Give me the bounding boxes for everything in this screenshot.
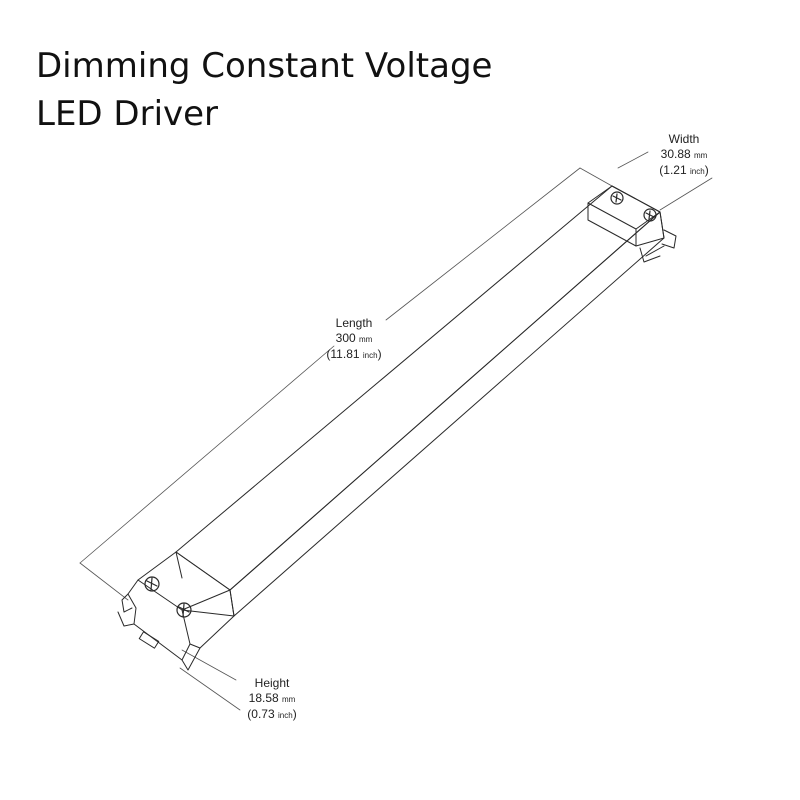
right-connector-edge [645, 245, 665, 257]
length-label: Length [335, 316, 373, 330]
left-connector-port [138, 631, 160, 649]
width-dimension-label: Width 30.88 mm (1.21 inch) [636, 132, 732, 179]
title-line-1: Dimming Constant Voltage [36, 46, 493, 86]
height-dimension-line [179, 667, 241, 711]
screw-icon [643, 208, 657, 222]
width-value-mm: 30.88 mm [660, 147, 708, 161]
right-terminal-top [587, 185, 661, 230]
driver-top-face [175, 185, 661, 591]
driver-body [175, 185, 665, 617]
screw-icon [146, 577, 158, 591]
right-connector [661, 229, 677, 249]
length-extension-line [79, 562, 129, 601]
height-value-inch: (0.73 inch) [247, 707, 297, 721]
driver-face-edge [175, 551, 183, 579]
screw-icon [176, 602, 192, 618]
right-terminal-side [587, 202, 637, 247]
screw-icon [645, 210, 655, 220]
width-label: Width [668, 132, 700, 146]
left-terminal-front [127, 579, 191, 661]
left-terminal-end [181, 615, 235, 671]
screw-icon [610, 191, 624, 205]
width-value-inch: (1.21 inch) [659, 163, 709, 177]
right-terminal-block [587, 185, 677, 263]
length-dimension-label: Length 300 mm (11.81 inch) [302, 316, 406, 363]
screw-icon [178, 603, 190, 617]
left-terminal-edge [189, 643, 201, 649]
left-screws [144, 576, 192, 618]
height-label: Height [254, 676, 290, 690]
left-terminal-end [181, 589, 235, 617]
height-dimension-line [181, 649, 237, 681]
height-dimension-label: Height 18.58 mm (0.73 inch) [224, 676, 320, 723]
width-dimension-line [659, 177, 713, 211]
width-dimension-line [617, 151, 649, 169]
length-value-mm: 300 mm [335, 331, 373, 345]
title-line-2: LED Driver [36, 94, 219, 134]
left-connector [117, 611, 135, 627]
right-screws [610, 191, 657, 222]
length-extension-line [579, 167, 613, 187]
page-title: Dimming Constant Voltage LED Driver [36, 42, 492, 138]
screw-icon [144, 576, 160, 592]
height-value-mm: 18.58 mm [248, 691, 296, 705]
right-terminal-side [635, 211, 665, 247]
length-value-inch: (11.81 inch) [326, 347, 382, 361]
left-connector [121, 593, 133, 613]
dimension-lines [79, 151, 713, 711]
screw-icon [612, 193, 622, 203]
length-dimension-line [79, 345, 335, 564]
left-terminal-block [117, 551, 235, 671]
right-connector [639, 247, 661, 263]
length-dimension-line [385, 167, 581, 321]
